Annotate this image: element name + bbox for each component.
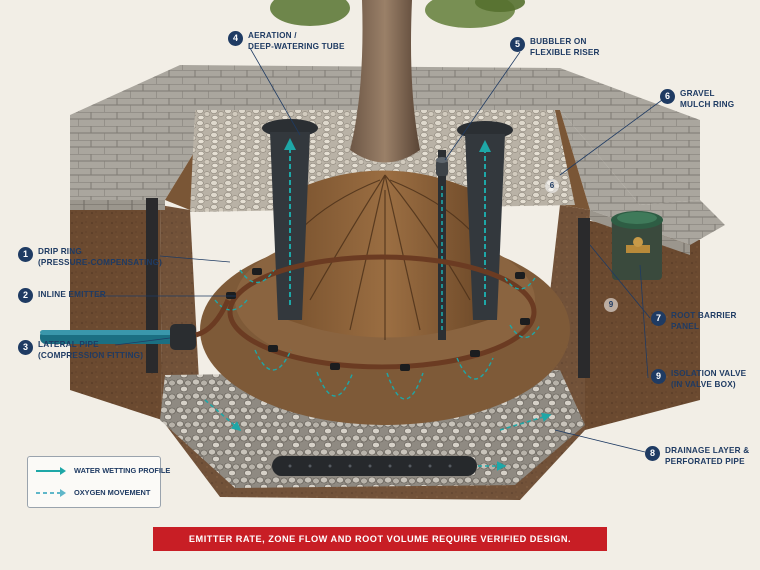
inline-tag-barrier: 9 [604, 298, 618, 312]
callout-number: 7 [651, 311, 666, 326]
tree-canopy [270, 0, 525, 28]
oxygen-arrow-icon [36, 488, 66, 497]
callout-number: 3 [18, 340, 33, 355]
root-barrier-panel-right [578, 218, 590, 378]
callout-line: PANEL [671, 321, 700, 331]
callout-aeration-tube: 4 AERATION / DEEP-WATERING TUBE [228, 31, 345, 52]
callout-bubbler: 5 BUBBLER ON FLEXIBLE RISER [510, 37, 600, 58]
tree-trunk [350, 0, 420, 163]
callout-line: ISOLATION VALVE [671, 369, 747, 378]
callout-line: DEEP-WATERING TUBE [248, 41, 345, 51]
callout-line: ROOT BARRIER [671, 311, 737, 320]
water-wetting-profiles [214, 269, 541, 400]
callout-number: 8 [645, 446, 660, 461]
valve-box [611, 211, 663, 280]
callout-number: 9 [651, 369, 666, 384]
callout-number: 4 [228, 31, 243, 46]
soil-block-left [70, 200, 162, 420]
perforated-drain-pipe [272, 456, 477, 476]
callout-number: 6 [660, 89, 675, 104]
callout-line: BUBBLER ON [530, 37, 587, 46]
legend-item-water: WATER WETTING PROFILE [36, 466, 170, 475]
callout-line: LATERAL PIPE [38, 340, 99, 349]
legend-item-oxygen: OXYGEN MOVEMENT [36, 488, 150, 497]
warning-banner: EMITTER RATE, ZONE FLOW AND ROOT VOLUME … [153, 527, 607, 551]
paver-surface [70, 65, 700, 205]
roots [299, 174, 471, 340]
callout-line: (PRESSURE-COMPENSATING) [38, 257, 163, 267]
callout-line: INLINE EMITTER [38, 290, 106, 299]
callout-number: 5 [510, 37, 525, 52]
callout-lateral-pipe: 3 LATERAL PIPE (COMPRESSION FITTING) [18, 340, 143, 361]
inline-emitters [226, 268, 530, 371]
callout-line: DRAINAGE LAYER & [665, 446, 750, 455]
leader-lines [97, 47, 663, 453]
bubbler-riser [436, 150, 448, 340]
root-barrier-panel-left [146, 198, 158, 373]
callout-line: AERATION / [248, 31, 297, 40]
inline-tag-gravel: 6 [545, 179, 559, 193]
callout-line: (IN VALVE BOX) [671, 379, 736, 389]
legend: WATER WETTING PROFILE OXYGEN MOVEMENT [27, 456, 170, 508]
water-arrow-icon [36, 466, 66, 475]
lateral-pipe [40, 298, 231, 350]
callout-gravel-mulch: 6 GRAVEL MULCH RING [660, 89, 734, 110]
callout-root-barrier: 7 ROOT BARRIER PANEL [651, 311, 737, 332]
callout-inline-emitter: 2 INLINE EMITTER [18, 288, 106, 303]
callout-line: PERFORATED PIPE [665, 456, 745, 466]
legend-label: WATER WETTING PROFILE [74, 466, 171, 475]
root-ball [288, 170, 488, 338]
callout-number: 2 [18, 288, 33, 303]
paver-right-wing [560, 110, 725, 245]
callout-line: (COMPRESSION FITTING) [38, 350, 144, 360]
callout-number: 1 [18, 247, 33, 262]
callout-isolation-valve: 9 ISOLATION VALVE (IN VALVE BOX) [651, 369, 746, 390]
callout-drainage-layer: 8 DRAINAGE LAYER & PERFORATED PIPE [645, 446, 749, 467]
callout-line: DRIP RING [38, 247, 82, 256]
callout-line: GRAVEL [680, 89, 715, 98]
legend-label: OXYGEN MOVEMENT [74, 488, 151, 497]
callout-line: FLEXIBLE RISER [530, 47, 600, 57]
drainage-flow-arrows [204, 399, 552, 471]
callout-drip-ring: 1 DRIP RING (PRESSURE-COMPENSATING) [18, 247, 162, 268]
callout-line: MULCH RING [680, 99, 735, 109]
drip-ring [227, 254, 537, 370]
